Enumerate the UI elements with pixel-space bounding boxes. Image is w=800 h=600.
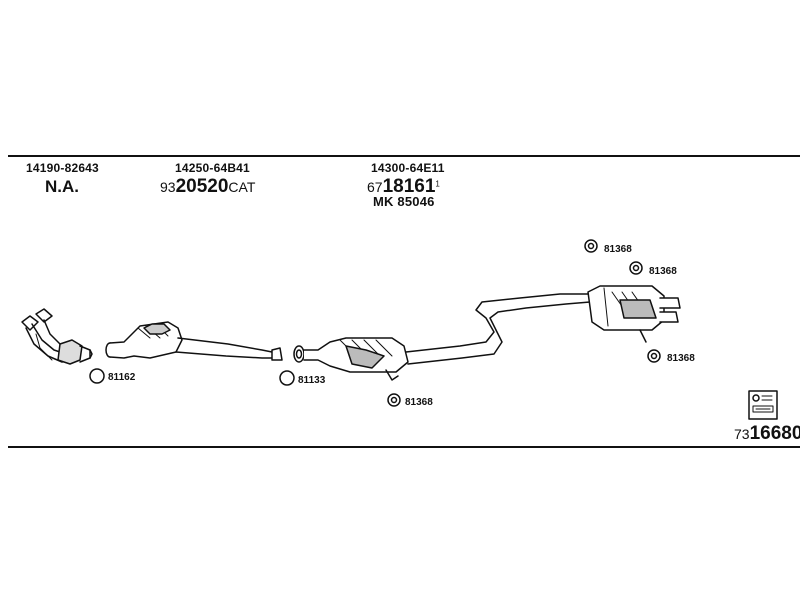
- label-gasket-81162: 81162: [108, 372, 136, 383]
- footer-code-main: 16680: [749, 423, 800, 444]
- label-gasket-81133: 81133: [298, 375, 326, 386]
- catalytic-converter: [293, 337, 409, 381]
- intermediate-pipe: [405, 293, 591, 365]
- part-number-2: 14250-64B41: [175, 161, 250, 175]
- catalog-code-3-sup: 1: [435, 179, 440, 189]
- catalog-code-3-main: 18161: [382, 176, 436, 197]
- gasket-ring-1: [89, 368, 105, 384]
- catalog-code-2-main: 20520: [175, 176, 229, 197]
- top-rule: [8, 155, 800, 157]
- footer-code: 7316680: [734, 423, 800, 445]
- footer-code-prefix: 73: [734, 426, 750, 442]
- hanger-top-1: [584, 239, 598, 253]
- hanger-top-2: [629, 261, 643, 275]
- part-number-1: 14190-82643: [26, 161, 99, 175]
- front-pipe: [105, 321, 283, 361]
- rear-muffler: [587, 285, 681, 343]
- label-hanger-cat: 81368: [405, 397, 433, 408]
- label-hanger-top-1: 81368: [604, 244, 632, 255]
- catalog-code-3-prefix: 67: [367, 179, 383, 195]
- fitting-kit-icon: [748, 390, 778, 420]
- exhaust-manifold: [21, 308, 93, 365]
- catalog-code-2: 9320520CAT: [160, 176, 255, 198]
- hanger-bottom: [647, 349, 661, 363]
- hanger-clamp-cat: [387, 393, 401, 407]
- gasket-ring-2: [279, 370, 295, 386]
- bottom-rule: [8, 446, 800, 448]
- catalog-code-3: 67181611: [367, 176, 440, 198]
- mk-code: MK 85046: [373, 194, 435, 209]
- catalog-code-2-prefix: 93: [160, 179, 176, 195]
- label-hanger-top-2: 81368: [649, 266, 677, 277]
- catalog-code-2-suffix: CAT: [228, 179, 256, 195]
- part-label-1: N.A.: [45, 177, 79, 196]
- label-hanger-bottom: 81368: [667, 353, 695, 364]
- part-number-3: 14300-64E11: [371, 161, 445, 175]
